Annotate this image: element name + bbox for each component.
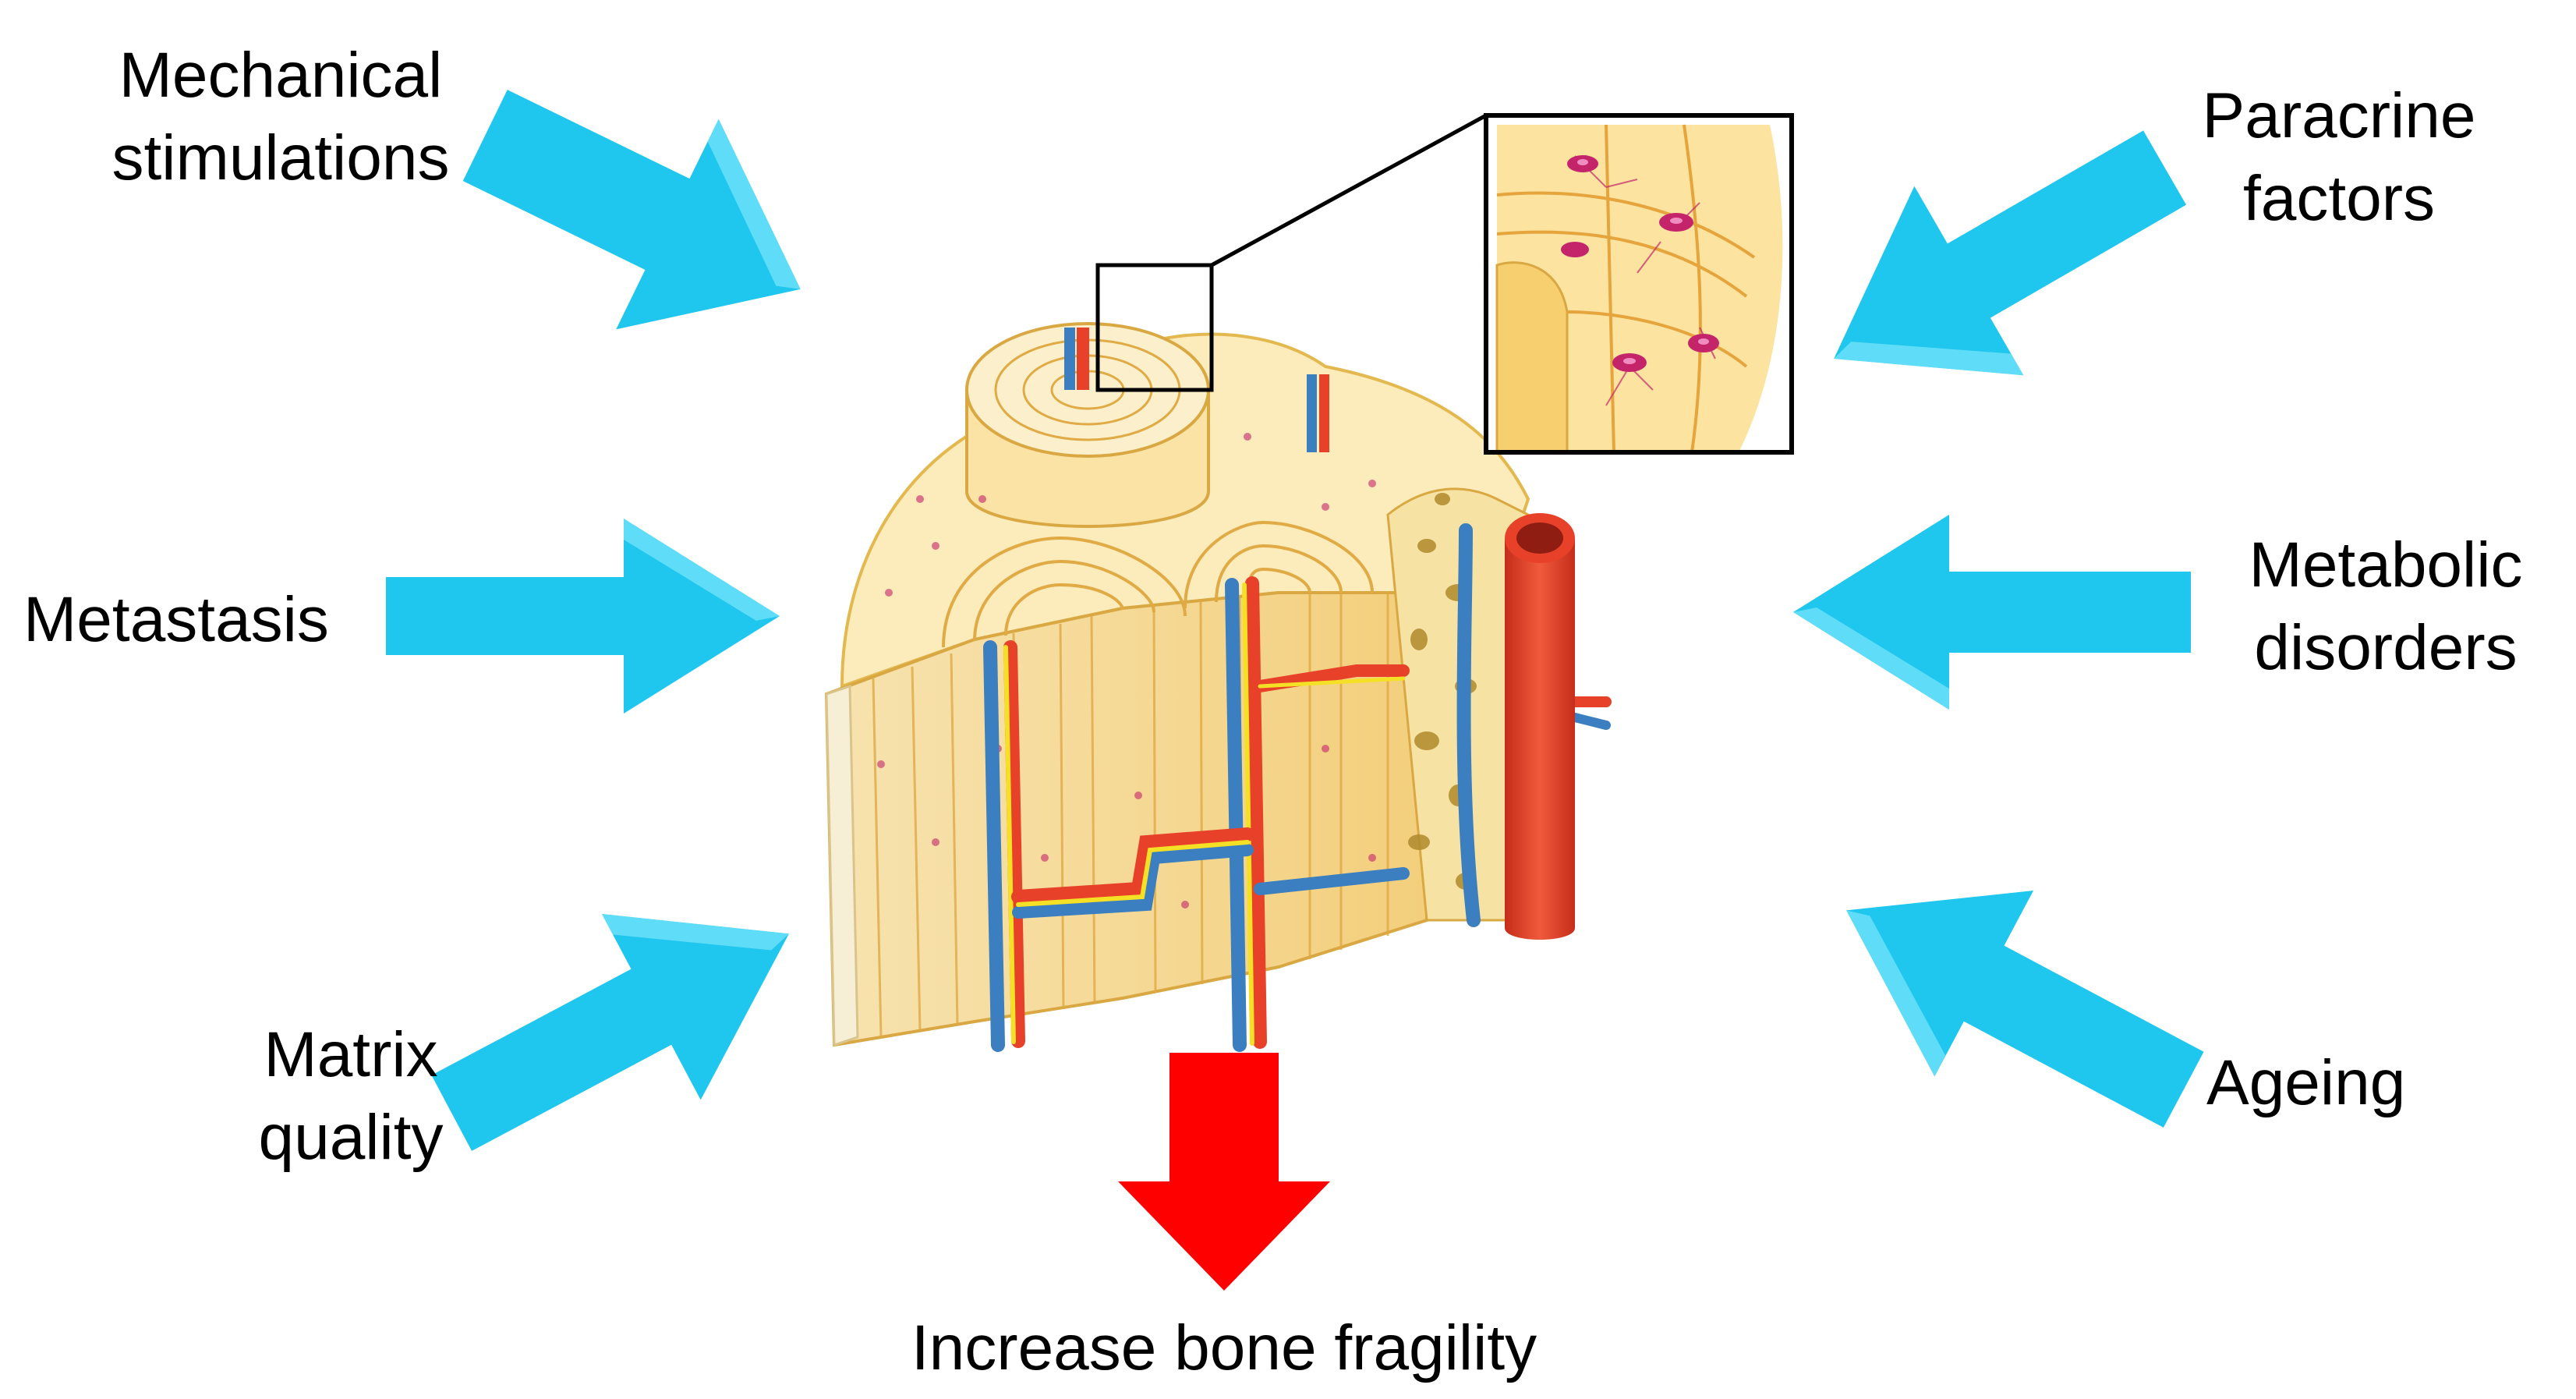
label-line: Metastasis <box>23 584 329 655</box>
label-increase-bone-fragility: Increase bone fragility <box>780 1307 1668 1390</box>
osteon-cylinder <box>965 322 1210 528</box>
bone-illustration <box>824 322 1612 1052</box>
label-line: stimulations <box>111 122 450 193</box>
label-line: disorders <box>2254 612 2518 683</box>
label-line: Increase bone fragility <box>911 1312 1537 1383</box>
artery <box>1505 538 1575 940</box>
arrow-paracrine-factors <box>1834 130 2187 376</box>
arrow-increase-bone-fragility <box>1118 1053 1330 1291</box>
label-line: Matrix <box>264 1019 438 1090</box>
vessel-network <box>983 523 1612 1052</box>
arrow-metastasis <box>386 519 780 714</box>
label-line: Ageing <box>2206 1047 2406 1118</box>
label-matrix-quality: Matrix quality <box>203 1014 499 1179</box>
label-metabolic-disorders: Metabolic disorders <box>2206 524 2565 689</box>
label-paracrine-factors: Paracrine factors <box>2167 75 2511 240</box>
periosteum <box>825 684 859 1047</box>
zoom-connector <box>1210 113 1488 267</box>
osteocyte-inset <box>1484 113 1794 455</box>
arrow-matrix-quality <box>431 914 789 1151</box>
arrow-mechanical-stimulations <box>462 90 801 330</box>
label-mechanical-stimulations: Mechanical stimulations <box>78 34 483 200</box>
arrow-metabolic-disorders <box>1793 515 2191 710</box>
label-line: Mechanical <box>119 40 443 111</box>
label-line: quality <box>258 1102 444 1173</box>
label-metastasis: Metastasis <box>23 579 329 661</box>
label-line: factors <box>2242 163 2436 234</box>
label-ageing: Ageing <box>2206 1042 2405 1125</box>
arrow-ageing <box>1846 891 2204 1128</box>
label-line: Metabolic <box>2249 529 2523 600</box>
zoom-region-box <box>1095 263 1214 392</box>
label-line: Paracrine <box>2202 80 2476 151</box>
